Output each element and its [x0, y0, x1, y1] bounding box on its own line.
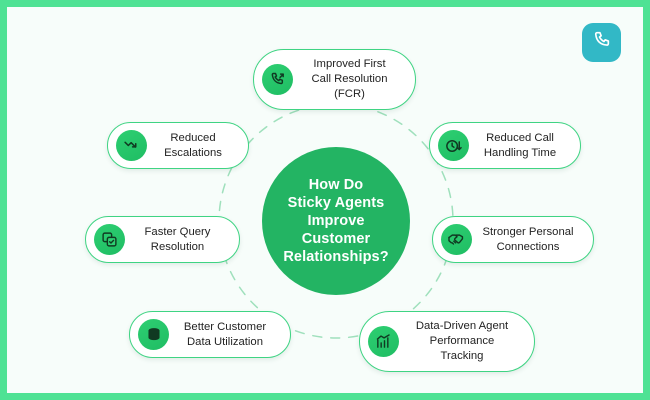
database-icon — [138, 319, 169, 350]
central-hub-title: How Do Sticky Agents Improve Customer Re… — [283, 176, 389, 266]
clock-down-arrow-icon — [438, 130, 469, 161]
phone-icon — [592, 30, 612, 55]
phone-badge[interactable] — [582, 23, 621, 62]
handshake-icon — [441, 224, 472, 255]
phone-outgoing-icon — [262, 63, 293, 95]
node-better-customer-data-utilization[interactable]: Better Customer Data Utilization — [129, 311, 291, 358]
node-reduced-call-handling-time[interactable]: Reduced Call Handling Time — [429, 122, 581, 169]
central-hub: How Do Sticky Agents Improve Customer Re… — [262, 147, 410, 295]
stacked-documents-check-icon — [94, 224, 125, 255]
node-label: Better Customer Data Utilization — [183, 320, 267, 348]
node-faster-query-resolution[interactable]: Faster Query Resolution — [85, 216, 240, 263]
node-label: Faster Query Resolution — [144, 225, 211, 253]
node-reduced-escalations[interactable]: Reduced Escalations — [107, 122, 249, 169]
node-label: Improved First Call Resolution (FCR) — [311, 58, 388, 100]
node-label: Stronger Personal Connections — [482, 225, 574, 253]
node-improved-first-call-resolution[interactable]: Improved First Call Resolution (FCR) — [253, 49, 416, 110]
trend-down-arrow-icon — [116, 130, 147, 161]
bar-chart-trend-up-icon — [368, 325, 399, 357]
node-data-driven-agent-performance-tracking[interactable]: Data-Driven Agent Performance Tracking — [359, 311, 535, 372]
node-label: Data-Driven Agent Performance Tracking — [415, 320, 509, 362]
node-stronger-personal-connections[interactable]: Stronger Personal Connections — [432, 216, 594, 263]
node-label: Reduced Call Handling Time — [483, 131, 557, 159]
node-label: Reduced Escalations — [164, 131, 222, 159]
